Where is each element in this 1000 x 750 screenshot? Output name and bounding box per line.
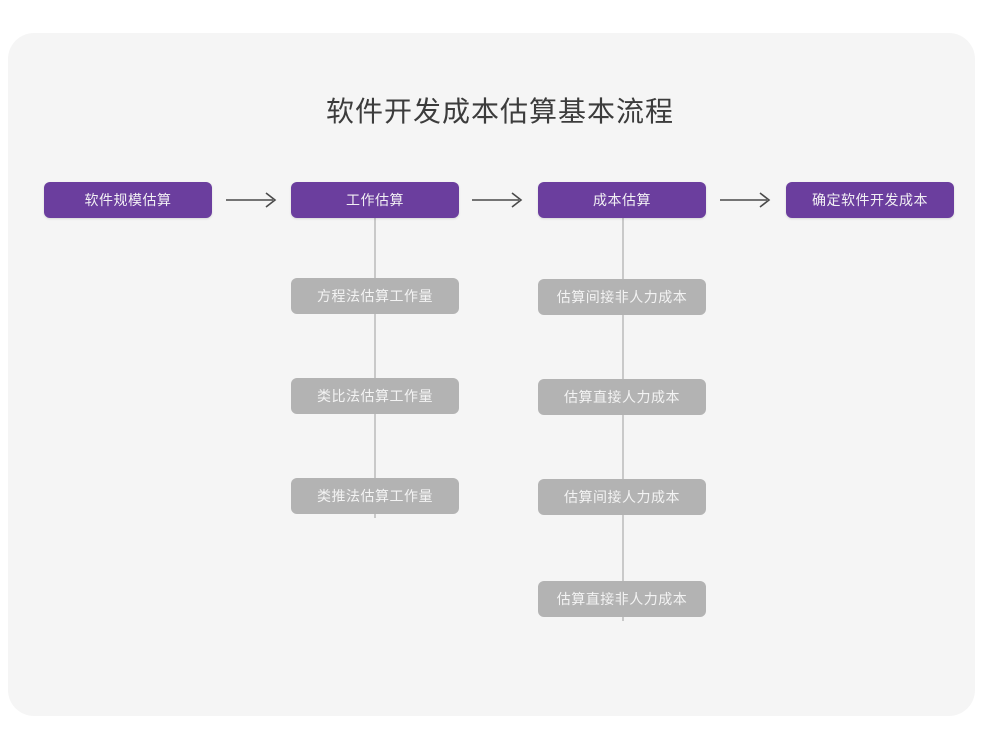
stage-node-work-estimation[interactable]: 工作估算	[291, 182, 459, 218]
flow-arrow-3	[716, 188, 778, 212]
substep-node-equation-method-workload[interactable]: 方程法估算工作量	[291, 278, 459, 314]
stage-node-software-scale-estimation[interactable]: 软件规模估算	[44, 182, 212, 218]
page-title: 软件开发成本估算基本流程	[325, 96, 674, 127]
substep-node-indirect-labor-cost[interactable]: 估算间接人力成本	[538, 479, 706, 515]
substep-node-direct-labor-cost[interactable]: 估算直接人力成本	[538, 379, 706, 415]
stage-node-cost-estimation[interactable]: 成本估算	[538, 182, 706, 218]
substep-node-direct-nonlabor-cost[interactable]: 估算直接非人力成本	[538, 581, 706, 617]
substep-node-inference-method-workload[interactable]: 类推法估算工作量	[291, 478, 459, 514]
substep-node-indirect-nonlabor-cost[interactable]: 估算间接非人力成本	[538, 279, 706, 315]
diagram-card	[8, 33, 975, 716]
connector-line-stage-3	[622, 218, 624, 621]
stage-node-determine-development-cost[interactable]: 确定软件开发成本	[786, 182, 954, 218]
connector-line-stage-2	[374, 218, 376, 518]
flow-arrow-2	[468, 188, 530, 212]
substep-node-analogy-method-workload[interactable]: 类比法估算工作量	[291, 378, 459, 414]
flow-arrow-1	[222, 188, 284, 212]
